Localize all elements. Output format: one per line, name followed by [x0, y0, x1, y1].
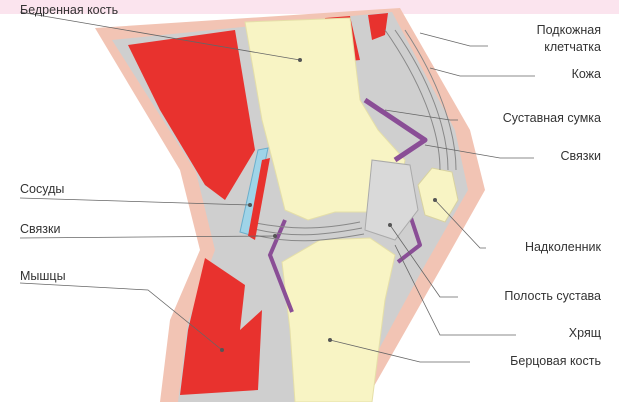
- leader-skin: [430, 68, 535, 76]
- label-joint-cavity: Полость сустава: [504, 289, 601, 304]
- leader-subcutaneous: [420, 33, 488, 46]
- label-femur: Бедренная кость: [20, 3, 118, 18]
- label-patella: Надколенник: [525, 240, 601, 255]
- label-cartilage: Хрящ: [569, 326, 601, 341]
- label-vessels: Сосуды: [20, 182, 64, 197]
- label-muscles: Мышцы: [20, 269, 66, 284]
- label-bursa: Суставная сумка: [503, 111, 601, 126]
- label-skin: Кожа: [572, 67, 601, 82]
- label-ligaments-left: Связки: [20, 222, 60, 237]
- label-ligaments-right: Связки: [561, 149, 601, 164]
- label-tibia: Берцовая кость: [510, 354, 601, 369]
- label-subcutaneous: Подкожная клетчатка: [537, 22, 601, 56]
